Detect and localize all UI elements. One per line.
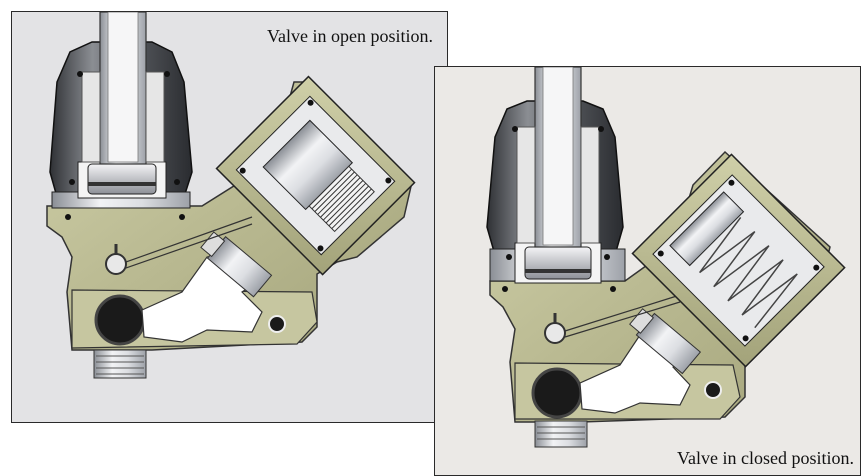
bottom-nozzle bbox=[93, 349, 147, 379]
extended-spring bbox=[699, 216, 798, 329]
valve-open-panel: Valve in open position. bbox=[11, 11, 448, 423]
valve-open-drawing bbox=[46, 12, 416, 379]
valve-closed-drawing bbox=[486, 67, 846, 448]
piston bbox=[87, 163, 157, 195]
pilot-port bbox=[268, 315, 286, 333]
poppet-stem bbox=[629, 308, 702, 375]
actuator-housing bbox=[631, 153, 846, 368]
bleed-orifice bbox=[105, 253, 127, 275]
bottom-nozzle bbox=[534, 420, 588, 448]
bleed-orifice bbox=[544, 322, 566, 344]
compressed-spring bbox=[308, 165, 375, 233]
piston bbox=[524, 246, 592, 280]
valve-closed-panel: Valve in closed position. bbox=[434, 66, 861, 476]
pilot-port bbox=[704, 381, 722, 399]
caption-open: Valve in open position. bbox=[267, 26, 433, 46]
outlet-port bbox=[531, 367, 583, 419]
caption-closed: Valve in closed position. bbox=[677, 448, 854, 468]
poppet-stem bbox=[200, 231, 273, 298]
actuator-housing bbox=[215, 75, 416, 276]
outlet-port bbox=[94, 294, 146, 346]
